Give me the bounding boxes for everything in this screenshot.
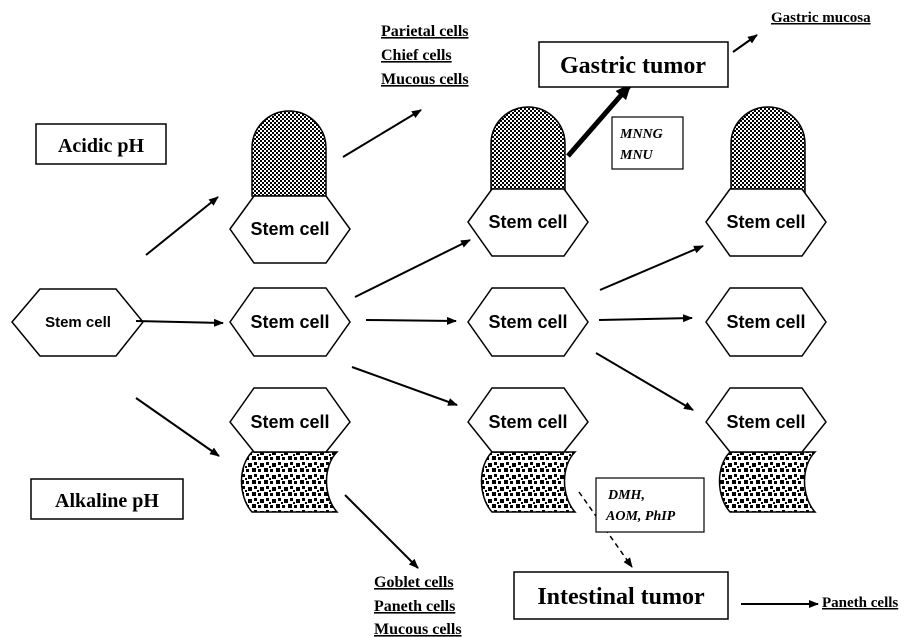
gastric-tumor-label: Gastric tumor xyxy=(560,53,706,79)
intestinal-cell-type-3: Mucous cells xyxy=(374,621,462,637)
arrow-origin-alkaline xyxy=(136,398,219,456)
acidic-ph-box: Acidic pH xyxy=(36,124,166,164)
arrow-center-right-2 xyxy=(599,318,692,320)
svg-text:Stem cell: Stem cell xyxy=(726,412,805,432)
intestinal-gland-1 xyxy=(242,452,338,512)
intestinal-gland-3 xyxy=(720,452,816,512)
arrow-origin-center xyxy=(136,321,223,323)
acidic-ph-label: Acidic pH xyxy=(58,135,145,157)
gastric-gland-2 xyxy=(491,107,565,192)
svg-text:Stem cell: Stem cell xyxy=(45,314,111,331)
arrow-to-gastric-lineage xyxy=(343,110,421,157)
svg-text:Stem cell: Stem cell xyxy=(250,412,329,432)
gastric-cell-type-2: Chief cells xyxy=(381,47,452,64)
arrow-center-down-1 xyxy=(352,367,457,405)
stem-cell-acidic-1: Stem cell xyxy=(230,196,350,263)
gastric-cell-type-1: Parietal cells xyxy=(381,23,469,40)
carcinogen-aom-phip: AOM, PhIP xyxy=(605,509,676,524)
stem-cell-alkaline-1: Stem cell xyxy=(230,388,350,452)
gastric-tumor-box: Gastric tumor xyxy=(539,42,728,87)
intestinal-carcinogen-box: DMH, AOM, PhIP xyxy=(596,478,704,532)
intestinal-tumor-label: Intestinal tumor xyxy=(537,584,705,610)
svg-text:Stem cell: Stem cell xyxy=(488,312,567,332)
svg-text:Stem cell: Stem cell xyxy=(726,312,805,332)
carcinogen-dmh: DMH, xyxy=(607,488,645,503)
gastric-cell-type-3: Mucous cells xyxy=(381,71,469,88)
arrow-to-intestinal-lineage xyxy=(345,495,418,568)
svg-text:Stem cell: Stem cell xyxy=(488,212,567,232)
svg-text:Stem cell: Stem cell xyxy=(250,219,329,239)
stem-cell-acidic-2: Stem cell xyxy=(468,189,588,256)
intestinal-cell-type-1: Goblet cells xyxy=(374,574,454,591)
carcinogen-mnu: MNU xyxy=(619,148,654,163)
gastric-carcinogen-box: MNNG MNU xyxy=(612,117,683,169)
paneth-cells-outcome-label: Paneth cells xyxy=(822,595,898,611)
alkaline-ph-box: Alkaline pH xyxy=(31,479,183,519)
arrow-center-up-2 xyxy=(600,246,703,290)
intestinal-tumor-box: Intestinal tumor xyxy=(514,572,728,619)
arrow-center-down-2 xyxy=(596,353,693,410)
gastric-gland-3 xyxy=(731,107,805,192)
svg-text:Stem cell: Stem cell xyxy=(726,212,805,232)
stem-cell-center-1: Stem cell xyxy=(230,288,350,356)
gastric-mucosa-label: Gastric mucosa xyxy=(771,10,871,26)
gastric-lineage-list: Parietal cells Chief cells Mucous cells xyxy=(381,23,469,88)
svg-text:Stem cell: Stem cell xyxy=(488,412,567,432)
arrow-to-gastric-mucosa xyxy=(733,35,757,52)
intestinal-gland-2 xyxy=(482,452,576,512)
stem-cell-center-2: Stem cell xyxy=(468,288,588,356)
stem-cell-alkaline-2: Stem cell xyxy=(468,388,588,452)
svg-text:Stem cell: Stem cell xyxy=(250,312,329,332)
carcinogen-mnng: MNNG xyxy=(619,127,663,142)
stem-cell-origin: Stem cell xyxy=(12,289,143,356)
alkaline-ph-label: Alkaline pH xyxy=(55,490,159,512)
arrow-center-up-1 xyxy=(355,240,470,297)
intestinal-cell-type-2: Paneth cells xyxy=(374,598,455,615)
arrow-origin-acidic xyxy=(146,197,218,255)
gastric-gland-1 xyxy=(252,111,326,196)
intestinal-lineage-list: Goblet cells Paneth cells Mucous cells xyxy=(374,574,462,637)
arrow-center-right-1 xyxy=(366,320,456,321)
stem-cell-center-3: Stem cell xyxy=(706,288,826,356)
stem-cell-alkaline-3: Stem cell xyxy=(706,388,826,452)
stem-cell-acidic-3: Stem cell xyxy=(706,189,826,256)
